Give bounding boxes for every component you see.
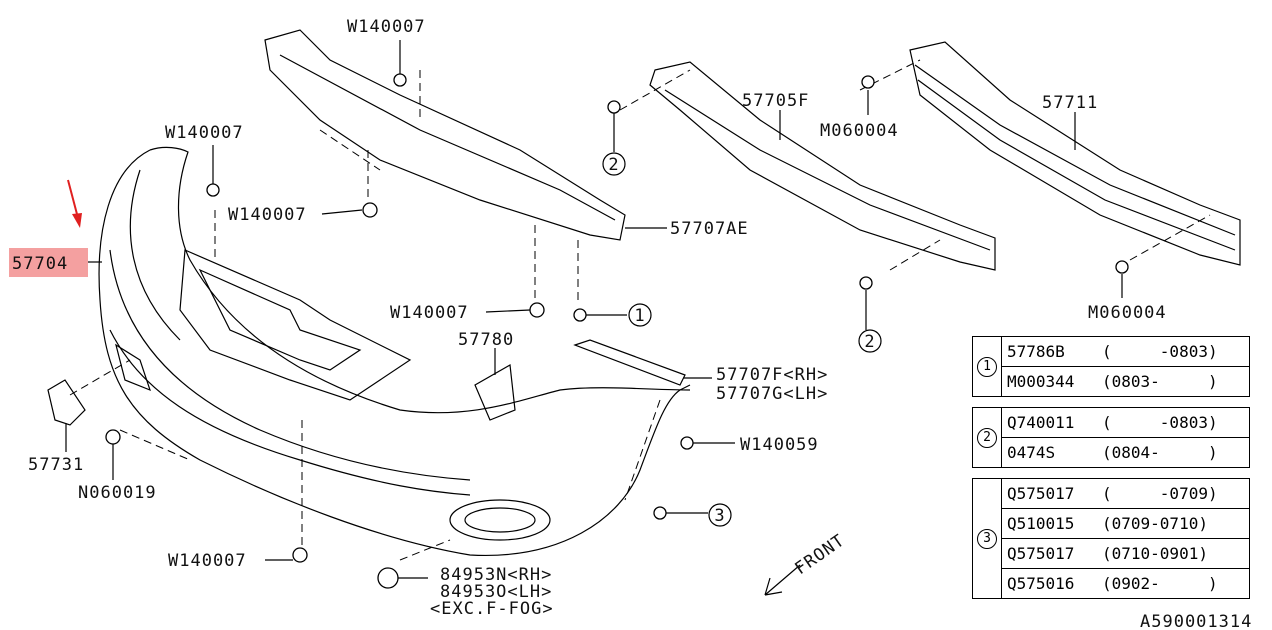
cover-57780-drawing bbox=[474, 364, 516, 421]
clip-icon bbox=[680, 436, 694, 450]
table-row[interactable]: 57786B ( -0803) bbox=[1002, 337, 1249, 367]
front-direction-indicator: FRONT bbox=[764, 530, 849, 596]
screw-icon bbox=[653, 506, 667, 520]
ref-number: 2 bbox=[608, 155, 619, 175]
ref-callout-1: 1 bbox=[628, 303, 652, 327]
part-label-57707ae[interactable]: 57707AE bbox=[670, 219, 749, 239]
nut-icon bbox=[105, 429, 121, 445]
leader-lines bbox=[65, 40, 1123, 579]
table-row[interactable]: 0474S (0804- ) bbox=[1002, 438, 1249, 467]
ref-number: 3 bbox=[714, 506, 725, 526]
fasteners bbox=[105, 73, 1129, 589]
table-row[interactable]: Q740011 ( -0803) bbox=[1002, 408, 1249, 438]
clip-icon bbox=[362, 202, 378, 218]
ref-callout-2b: 2 bbox=[858, 329, 882, 353]
bolt-icon bbox=[861, 75, 875, 89]
table-row[interactable]: Q575017 (0710-0901) bbox=[1002, 539, 1249, 569]
screw-icon bbox=[859, 276, 873, 290]
part-number[interactable]: Q575017 bbox=[1007, 544, 1075, 563]
ref-number: 2 bbox=[977, 427, 997, 448]
diagram-id: A590001314 bbox=[1140, 612, 1252, 630]
table-row[interactable]: Q575017 ( -0709) bbox=[1002, 479, 1249, 509]
absorber-drawing bbox=[649, 61, 996, 271]
part-number[interactable]: Q575016 bbox=[1007, 574, 1075, 593]
part-label-84953n[interactable]: 84953N<RH> bbox=[440, 565, 552, 585]
upper-beam-drawing bbox=[264, 29, 626, 241]
ref-cell: 3 bbox=[973, 479, 1002, 598]
date-range: (0804- ) bbox=[1102, 443, 1218, 462]
part-label-w140059[interactable]: W140059 bbox=[740, 435, 819, 455]
selection-arrow bbox=[67, 179, 82, 228]
part-number[interactable]: Q575017 bbox=[1007, 484, 1075, 503]
cover-57731-drawing bbox=[47, 379, 86, 426]
ref-cell: 2 bbox=[973, 408, 1002, 467]
part-label-w140007[interactable]: W140007 bbox=[390, 303, 469, 323]
part-label-57707f[interactable]: 57707F<RH> bbox=[716, 365, 828, 385]
side-bracket-drawing bbox=[573, 339, 686, 386]
ref-number: 3 bbox=[977, 528, 997, 549]
ref-callout-3: 3 bbox=[708, 503, 732, 527]
substitution-table-1: 1 57786B ( -0803) M000344 (0803- ) bbox=[972, 336, 1250, 397]
part-label-n060019[interactable]: N060019 bbox=[78, 483, 157, 503]
ref-callout-2a: 2 bbox=[602, 152, 626, 176]
front-label: FRONT bbox=[791, 530, 848, 579]
substitution-tables: 1 57786B ( -0803) M000344 (0803- ) 2 Q740011 ( … bbox=[972, 336, 1250, 609]
part-number[interactable]: M000344 bbox=[1007, 372, 1075, 391]
part-number[interactable]: Q510015 bbox=[1007, 514, 1075, 533]
date-range: ( -0803) bbox=[1102, 413, 1218, 432]
table-row[interactable]: Q575016 (0902- ) bbox=[1002, 569, 1249, 598]
part-label-57780[interactable]: 57780 bbox=[458, 330, 514, 350]
selected-part-highlight bbox=[9, 248, 88, 277]
clip-icon bbox=[393, 73, 407, 87]
table-row[interactable]: Q510015 (0709-0710) bbox=[1002, 509, 1249, 539]
fog-cover-icon bbox=[377, 567, 399, 589]
date-range: ( -0803) bbox=[1102, 342, 1218, 361]
substitution-table-2: 2 Q740011 ( -0803) 0474S (0804- ) bbox=[972, 407, 1250, 468]
ref-number: 2 bbox=[864, 332, 875, 352]
ref-number: 1 bbox=[977, 356, 997, 377]
table-row[interactable]: M000344 (0803- ) bbox=[1002, 367, 1249, 396]
reinforcement-drawing bbox=[909, 41, 1241, 266]
grille-frame-drawing bbox=[179, 249, 412, 401]
part-label-84953o[interactable]: 84953O<LH> bbox=[440, 582, 552, 602]
date-range: (0710-0901) bbox=[1102, 544, 1208, 563]
date-range: ( -0709) bbox=[1102, 484, 1218, 503]
part-number[interactable]: 0474S bbox=[1007, 443, 1056, 462]
date-range: (0803- ) bbox=[1102, 372, 1218, 391]
date-range: (0709-0710) bbox=[1102, 514, 1208, 533]
bumper-cover-drawing bbox=[98, 146, 691, 557]
ref-cell: 1 bbox=[973, 337, 1002, 396]
part-label-m060004[interactable]: M060004 bbox=[820, 121, 899, 141]
part-label-w140007[interactable]: W140007 bbox=[228, 205, 307, 225]
part-label-w140007[interactable]: W140007 bbox=[165, 123, 244, 143]
guide-lines bbox=[69, 59, 1211, 561]
part-number[interactable]: Q740011 bbox=[1007, 413, 1075, 432]
part-label-57731[interactable]: 57731 bbox=[28, 455, 84, 475]
part-label-m060004[interactable]: M060004 bbox=[1088, 303, 1167, 323]
clip-icon bbox=[292, 547, 308, 563]
screw-icon bbox=[607, 100, 621, 114]
date-range: (0902- ) bbox=[1102, 574, 1218, 593]
clip-icon bbox=[206, 183, 220, 197]
fitment-note: <EXC.F-FOG> bbox=[430, 599, 554, 619]
bolt-icon bbox=[1115, 260, 1129, 274]
screw-icon bbox=[573, 308, 587, 322]
part-label-57707g[interactable]: 57707G<LH> bbox=[716, 384, 828, 404]
part-label-57705f[interactable]: 57705F bbox=[742, 91, 809, 111]
part-label-57711[interactable]: 57711 bbox=[1042, 93, 1098, 113]
part-label-w140007[interactable]: W140007 bbox=[347, 17, 426, 37]
part-label-57704[interactable]: 57704 bbox=[12, 254, 68, 274]
clip-icon bbox=[529, 302, 545, 318]
ref-number: 1 bbox=[634, 306, 645, 326]
part-number[interactable]: 57786B bbox=[1007, 342, 1065, 361]
part-label-w140007[interactable]: W140007 bbox=[168, 551, 247, 571]
